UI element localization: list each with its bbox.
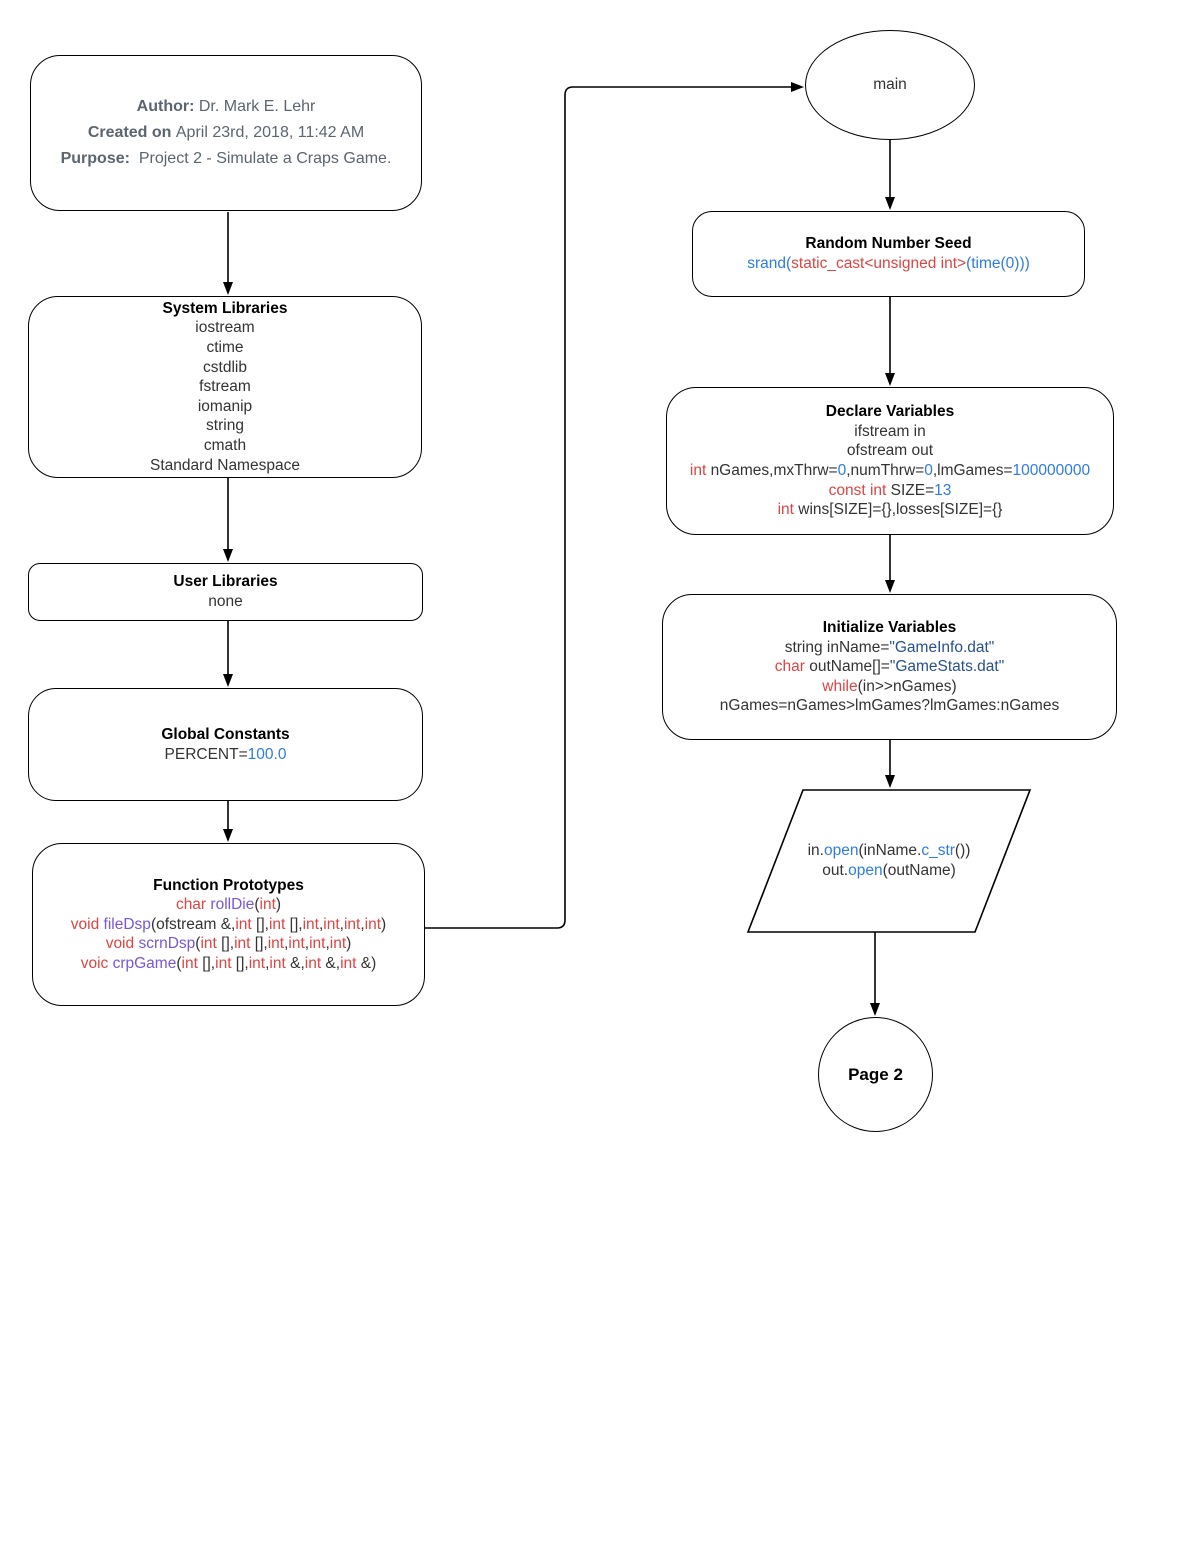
- node-text-line: string inName="GameInfo.dat": [784, 638, 995, 656]
- node-text-line: fstream: [199, 378, 251, 396]
- node-text-line: System Libraries: [162, 299, 288, 317]
- node-text-line: ctime: [206, 339, 244, 357]
- node-random-number-seed: Random Number Seed srand(static_cast<unsi…: [692, 211, 1085, 297]
- node-text-line: while(in>>nGames): [822, 677, 957, 695]
- node-text-line: void scrnDsp(int [],int [],int,int,int,i…: [105, 935, 352, 953]
- node-text-line: char outName[]="GameStats.dat": [774, 658, 1005, 676]
- node-text-line: int nGames,mxThrw=0,numThrw=0,lmGames=10…: [689, 462, 1091, 479]
- node-text-line: nGames=nGames>lmGames?lmGames:nGames: [719, 697, 1060, 715]
- node-text-line: out.open(outName): [822, 862, 956, 879]
- node-text-line: Purpose: Project 2 - Simulate a Craps Ga…: [60, 150, 392, 167]
- node-text-line: Random Number Seed: [805, 235, 972, 253]
- node-text-line: Global Constants: [161, 725, 290, 743]
- node-text-line: srand(static_cast<unsigned int>(time(0))…: [747, 255, 1030, 272]
- node-text-line: string: [206, 417, 244, 435]
- node-text-line: iostream: [195, 319, 255, 337]
- parallelogram-shape: [746, 789, 1032, 933]
- node-text-line: Page 2: [848, 1064, 903, 1084]
- node-text-line: PERCENT=100.0: [164, 745, 287, 763]
- node-text-line: const int SIZE=13: [828, 481, 952, 499]
- node-text-line: void fileDsp(ofstream &,int [],int [],in…: [70, 915, 387, 933]
- node-text-line: char rollDie(int): [175, 896, 282, 914]
- node-main-terminal: main: [805, 30, 975, 140]
- node-text-line: Initialize Variables: [822, 619, 957, 637]
- file-open-io-text: in.open(inName.c_str()) out.open(outName): [808, 841, 971, 880]
- node-text-line: int wins[SIZE]={},losses[SIZE]={}: [777, 501, 1003, 519]
- node-user-libraries: User Libraries none: [28, 563, 423, 621]
- node-text-line: ifstream in: [854, 422, 926, 440]
- node-file-open-io: in.open(inName.c_str()) out.open(outName): [746, 789, 1032, 933]
- node-text-line: ofstream out: [846, 442, 934, 460]
- node-text-line: none: [208, 593, 243, 610]
- node-text-line: in.open(inName.c_str()): [807, 842, 971, 860]
- node-text-line: Declare Variables: [825, 403, 955, 421]
- node-text-line: User Libraries: [173, 573, 278, 591]
- node-text-line: Author: Dr. Mark E. Lehr: [136, 98, 316, 115]
- node-text-line: iomanip: [197, 397, 253, 415]
- node-text-line: Standard Namespace: [150, 456, 300, 474]
- node-text-line: voic crpGame(int [],int [],int,int &,int…: [80, 954, 377, 972]
- node-text-line: cmath: [203, 436, 247, 454]
- node-text-line: main: [873, 76, 907, 94]
- node-text-line: cstdlib: [203, 358, 247, 376]
- node-text-line: Created on April 23rd, 2018, 11:42 AM: [87, 124, 365, 141]
- node-text-line: Function Prototypes: [153, 876, 304, 894]
- node-page2-connector: Page 2: [818, 1017, 933, 1132]
